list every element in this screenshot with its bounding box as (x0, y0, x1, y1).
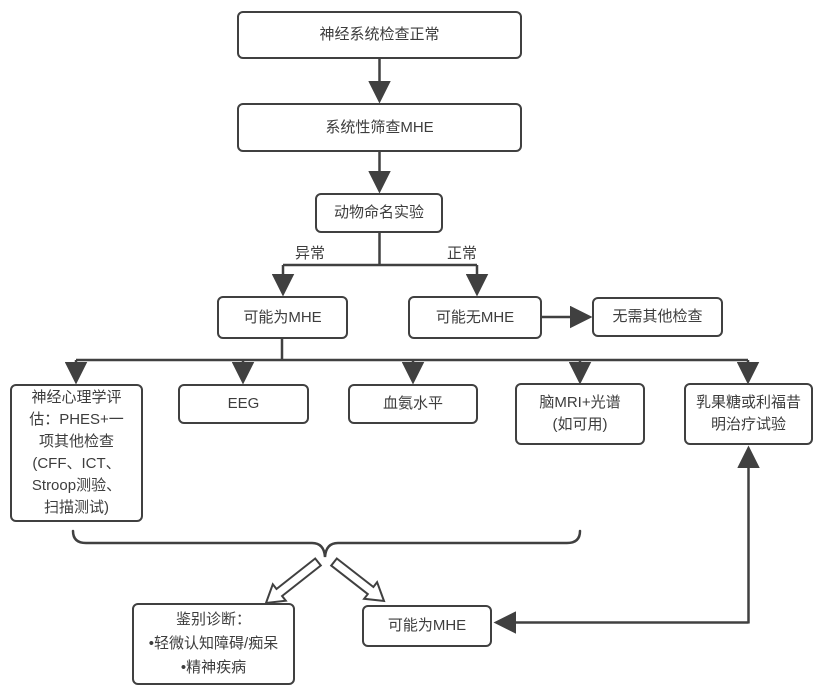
hollow-arrow-left (264, 557, 323, 605)
node-blood-ammonia: 血氨水平 (348, 384, 478, 424)
node-eeg: EEG (178, 384, 309, 424)
node-no-further-tests: 无需其他检查 (592, 297, 723, 337)
node-systematic-screening: 系统性筛查MHE (237, 103, 522, 152)
node-neuropsych-assessment: 神经心理学评 估：PHES+一 项其他检查 (CFF、ICT、 Stroop测验… (10, 384, 143, 522)
distribution-line-possible-mhe (76, 338, 748, 362)
edge-label-abnormal: 异常 (292, 245, 328, 262)
node-animal-naming-test: 动物命名实验 (315, 193, 443, 233)
node-treatment-trial: 乳果糖或利福昔 明治疗试验 (684, 383, 813, 445)
node-possible-no-mhe: 可能无MHE (408, 296, 542, 339)
node-differential-diagnosis: 鉴别诊断： •轻微认知障碍/痴呆 •精神疾病 (132, 603, 295, 685)
underbrace (71, 529, 582, 558)
edge-label-normal: 正常 (444, 245, 480, 262)
hollow-arrow-right (329, 557, 386, 603)
node-possible-mhe-final: 可能为MHE (362, 605, 492, 647)
node-neuro-exam-normal: 神经系统检查正常 (237, 11, 522, 59)
node-possible-mhe: 可能为MHE (217, 296, 348, 339)
node-brain-mri-spectroscopy: 脑MRI+光谱 (如可用) (515, 383, 645, 445)
